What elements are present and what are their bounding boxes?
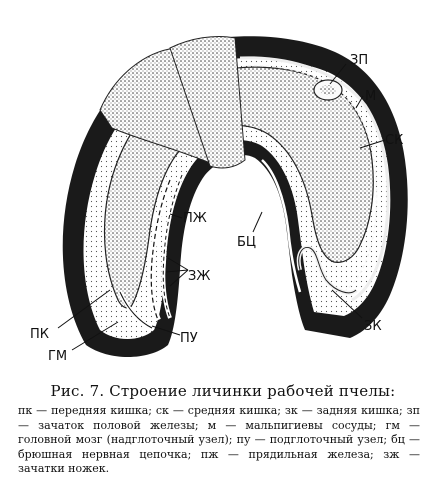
label-zk: ЗК <box>364 319 382 334</box>
figure-legend: пк — передняя кишка; ск — средняя кишка;… <box>18 404 420 475</box>
larva-drawing: ЗП М СК ПЖ БЦ ЗЖ ЗК ПК ГМ ПУ <box>30 35 408 364</box>
malpighian-tubules <box>239 56 390 302</box>
label-pu: ПУ <box>180 331 198 346</box>
label-pk: ПК <box>30 327 49 342</box>
label-m: М <box>365 89 376 104</box>
label-zhz: ЗЖ <box>188 269 210 284</box>
nerve-cord <box>261 159 302 293</box>
label-zp: ЗП <box>350 53 368 68</box>
figure-caption-title: Рис. 7. Строение личинки рабочей пчелы: <box>50 382 396 400</box>
larva-figure: ЗП М СК ПЖ БЦ ЗЖ ЗК ПК ГМ ПУ <box>30 35 408 364</box>
label-pzh: ПЖ <box>183 211 207 226</box>
label-gm: ГМ <box>48 349 67 364</box>
head-lobe-middle <box>169 35 246 169</box>
leader-lines <box>57 63 386 351</box>
spinning-gland <box>148 174 184 322</box>
label-sk: СК <box>385 133 403 148</box>
label-bc: БЦ <box>237 235 256 250</box>
